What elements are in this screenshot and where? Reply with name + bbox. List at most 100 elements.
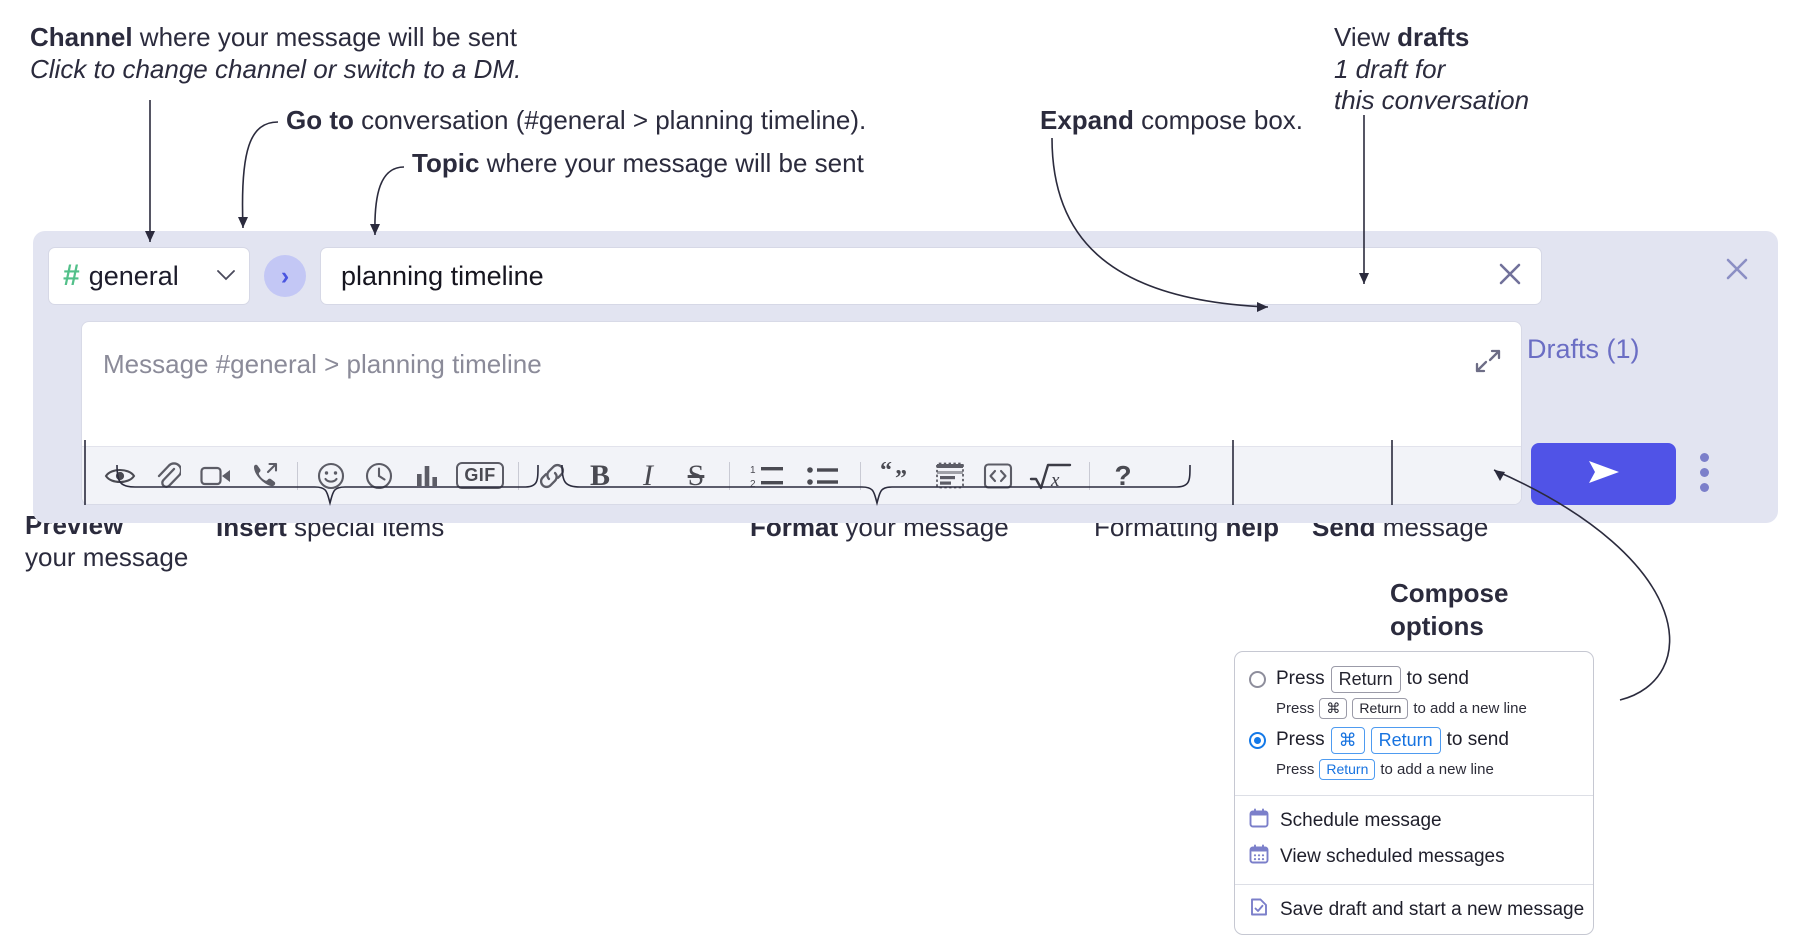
annotation-expand-rest: compose box.: [1133, 105, 1304, 135]
new-line-label: to add a new line: [1413, 699, 1527, 717]
kebab-dot: [1700, 483, 1709, 492]
close-icon[interactable]: [1495, 259, 1525, 294]
annotation-topic-bold: Topic: [412, 148, 480, 178]
toolbar-divider: [297, 461, 298, 490]
menu-divider: [1235, 884, 1593, 885]
audio-call-icon[interactable]: [240, 452, 288, 500]
annotation-expand: Expand compose box.: [1040, 105, 1303, 137]
clock-icon[interactable]: [355, 452, 403, 500]
send-button[interactable]: [1531, 443, 1676, 505]
message-input-box[interactable]: Message #general > planning timeline: [81, 321, 1522, 505]
poll-icon[interactable]: [403, 452, 451, 500]
menu-item-schedule-message[interactable]: Schedule message: [1235, 803, 1593, 839]
return-key: Return: [1370, 727, 1441, 754]
kebab-dot: [1700, 468, 1709, 477]
menu-item-label: View scheduled messages: [1280, 846, 1505, 867]
annotation-goto: Go to conversation (#general > planning …: [286, 105, 866, 137]
press-label: Press: [1276, 760, 1315, 778]
code-block-icon[interactable]: [926, 452, 974, 500]
annotation-topic-rest: where your message will be sent: [479, 148, 864, 178]
annotation-drafts-sub2: this conversation: [1334, 85, 1530, 116]
emoji-icon[interactable]: [307, 452, 355, 500]
to-send-label: to send: [1406, 668, 1469, 690]
drafts-link[interactable]: Drafts (1): [1527, 334, 1640, 364]
chevron-right-icon: ›: [280, 261, 290, 290]
send-option-return-subline: Press ⌘ Return to add a new line: [1235, 695, 1593, 726]
close-icon[interactable]: [1721, 253, 1753, 290]
expand-icon[interactable]: [1475, 348, 1501, 379]
annotation-channel-bold: Channel: [30, 22, 133, 52]
annotation-channel: Channel where your message will be sent …: [30, 22, 521, 85]
compose-options-button[interactable]: [1700, 453, 1709, 492]
annotation-goto-rest: conversation (#general > planning timeli…: [353, 105, 867, 135]
svg-text:”: ”: [895, 466, 907, 490]
return-key: Return: [1319, 758, 1376, 780]
command-key: ⌘: [1330, 727, 1365, 754]
link-icon[interactable]: [528, 452, 576, 500]
menu-item-label: Save draft and start a new message: [1280, 899, 1585, 920]
help-label: ?: [1114, 459, 1132, 491]
bold-icon[interactable]: B: [576, 452, 624, 500]
send-option-cmd-return-subline: Press Return to add a new line: [1235, 756, 1593, 787]
math-icon[interactable]: x: [1022, 452, 1080, 500]
chevron-down-icon: [217, 266, 235, 286]
gif-icon[interactable]: GIF: [451, 452, 509, 500]
draft-check-icon: [1249, 897, 1269, 923]
radio-selected[interactable]: [1249, 731, 1266, 749]
svg-text:x: x: [1050, 470, 1060, 491]
help-icon[interactable]: ?: [1099, 452, 1147, 500]
annotation-preview-sub: your message: [25, 541, 189, 572]
menu-item-view-scheduled-messages[interactable]: View scheduled messages: [1235, 839, 1593, 875]
new-line-label: to add a new line: [1380, 760, 1494, 778]
press-label: Press: [1276, 668, 1325, 690]
strike-label: S: [687, 458, 705, 492]
command-key: ⌘: [1319, 697, 1348, 719]
annotation-channel-rest: where your message will be sent: [132, 22, 517, 52]
annotation-compose-options-bold2: options: [1390, 611, 1484, 642]
toolbar-divider: [518, 461, 519, 490]
italic-icon[interactable]: I: [624, 452, 672, 500]
preview-icon[interactable]: [96, 452, 144, 500]
menu-item-save-draft[interactable]: Save draft and start a new message: [1235, 892, 1593, 928]
attachment-icon[interactable]: [144, 452, 192, 500]
code-icon[interactable]: [974, 452, 1022, 500]
compose-options-menu: Press Return to send Press ⌘ Return to a…: [1234, 651, 1594, 935]
annotation-topic: Topic where your message will be sent: [412, 148, 864, 180]
topic-input[interactable]: planning timeline: [320, 247, 1542, 305]
menu-divider: [1235, 795, 1593, 796]
send-option-return[interactable]: Press Return to send: [1235, 664, 1593, 695]
annotation-expand-bold: Expand: [1040, 105, 1134, 135]
bold-label: B: [589, 458, 610, 492]
svg-text:2: 2: [750, 479, 756, 489]
calendar-icon: [1249, 808, 1269, 834]
go-to-conversation-button[interactable]: ›: [264, 255, 306, 297]
return-key: Return: [1352, 697, 1409, 719]
send-option-cmd-return-label: Press ⌘ Return to send: [1276, 727, 1509, 754]
video-icon[interactable]: [192, 452, 240, 500]
annotation-compose-options-bold1: Compose: [1390, 578, 1509, 608]
annotation-drafts-bold: drafts: [1397, 22, 1470, 52]
bulleted-list-icon[interactable]: [795, 452, 851, 500]
gif-label: GIF: [456, 462, 504, 489]
annotation-goto-bold: Go to: [286, 105, 354, 135]
press-label: Press: [1276, 699, 1315, 717]
toolbar-divider: [1089, 461, 1090, 490]
blockquote-icon[interactable]: “”: [870, 452, 926, 500]
channel-name-label: general: [88, 260, 179, 291]
svg-text:“: “: [880, 462, 892, 484]
menu-item-label: Schedule message: [1280, 810, 1442, 831]
strikethrough-icon[interactable]: S: [672, 452, 720, 500]
radio-unselected[interactable]: [1249, 670, 1266, 688]
channel-selector[interactable]: # general: [48, 247, 250, 305]
svg-text:1: 1: [750, 465, 756, 476]
send-option-cmd-return[interactable]: Press ⌘ Return to send: [1235, 725, 1593, 756]
message-placeholder: Message #general > planning timeline: [103, 349, 542, 379]
calendar-grid-icon: [1249, 844, 1269, 870]
toolbar-divider: [729, 461, 730, 490]
annotation-channel-sub: Click to change channel or switch to a D…: [30, 53, 522, 84]
to-send-label: to send: [1446, 729, 1509, 751]
send-option-return-label: Press Return to send: [1276, 666, 1469, 693]
